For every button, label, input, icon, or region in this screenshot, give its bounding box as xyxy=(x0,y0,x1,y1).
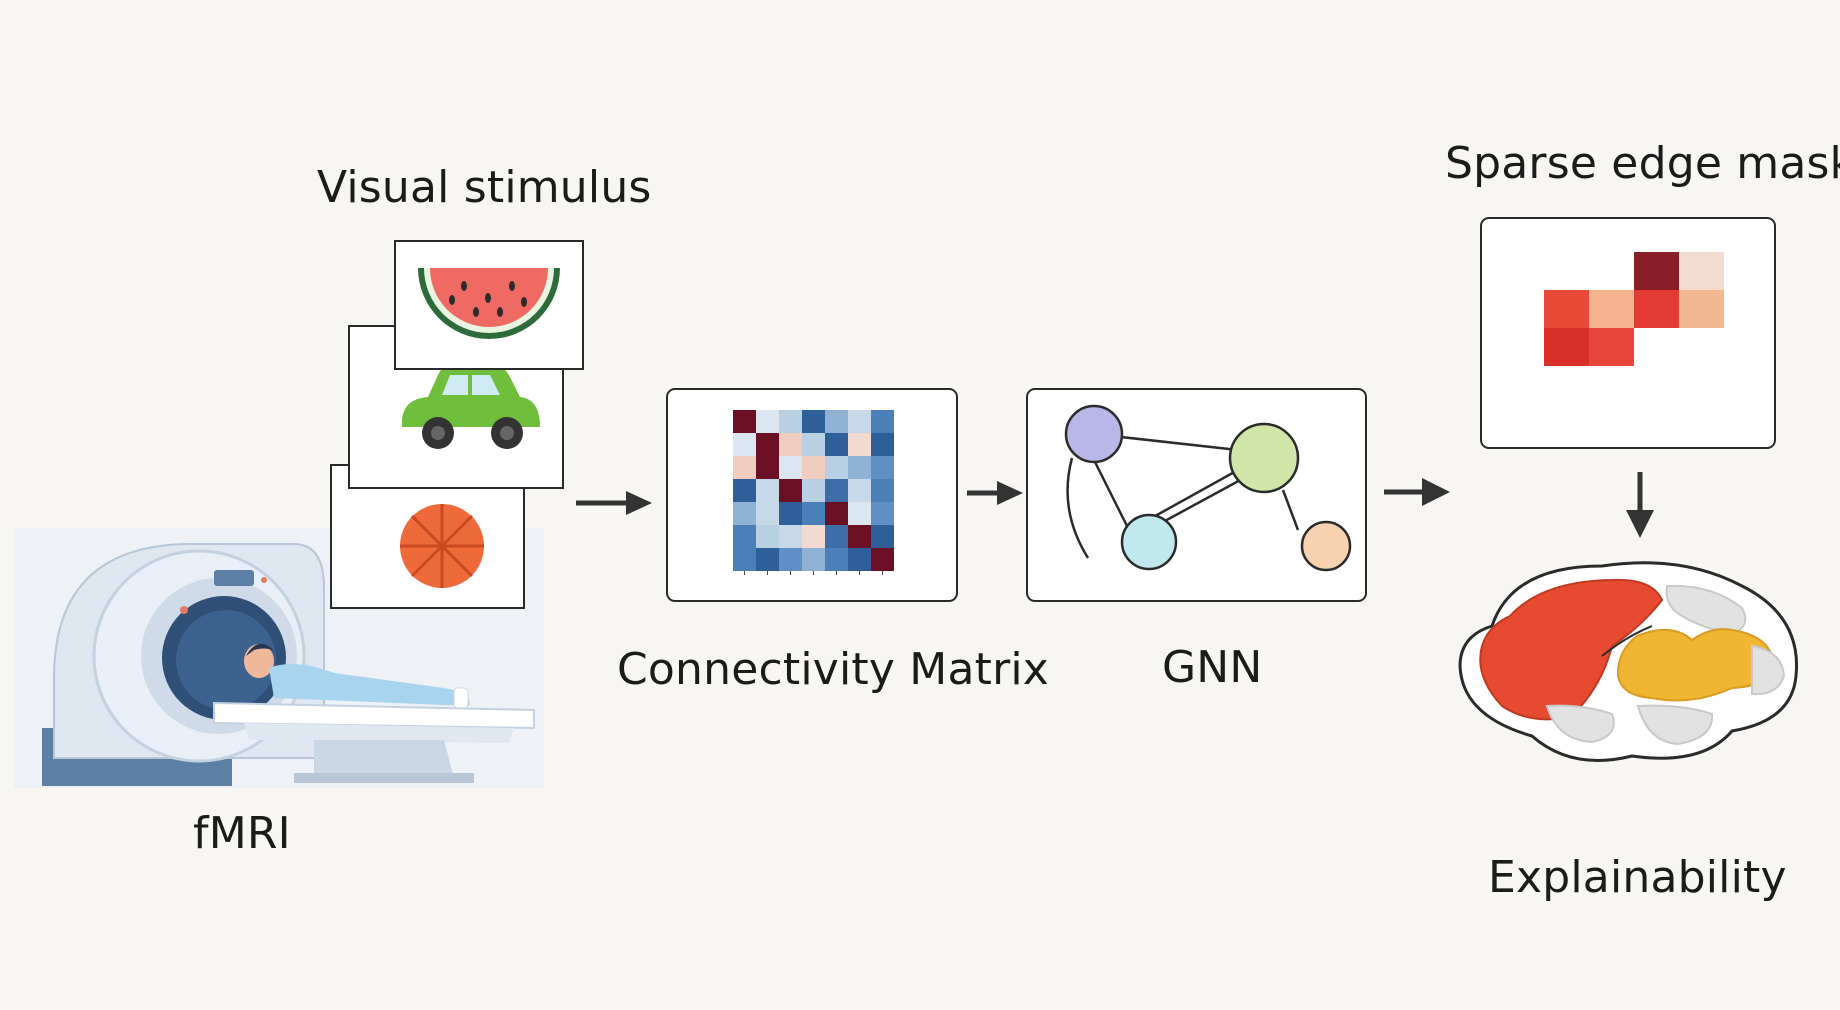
matrix-cell xyxy=(825,479,848,502)
matrix-cell xyxy=(733,410,756,433)
matrix-cell xyxy=(825,548,848,571)
patient-head xyxy=(244,644,274,678)
matrix-cell xyxy=(802,502,825,525)
explainability-label: Explainability xyxy=(1488,852,1787,903)
fmri-label: fMRI xyxy=(193,808,291,859)
matrix-cell xyxy=(756,502,779,525)
matrix-cell xyxy=(733,502,756,525)
connectivity-matrix-panel xyxy=(666,388,958,602)
matrix-cell xyxy=(779,525,802,548)
matrix-cell xyxy=(871,479,894,502)
matrix-cell xyxy=(733,479,756,502)
mask-cell xyxy=(1634,290,1679,328)
connectivity-matrix-heatmap xyxy=(733,410,894,575)
matrix-cell xyxy=(825,525,848,548)
matrix-cell xyxy=(848,456,871,479)
mask-cell xyxy=(1679,290,1724,328)
arrow-to-matrix xyxy=(576,491,652,515)
matrix-cell xyxy=(779,410,802,433)
matrix-cell xyxy=(871,433,894,456)
sparse-edge-mask-heatmap xyxy=(1544,252,1724,366)
matrix-cell xyxy=(733,525,756,548)
gnn-panel xyxy=(1026,388,1367,602)
mask-cell xyxy=(1589,290,1634,328)
gnn-node-green xyxy=(1228,422,1300,494)
sparse-edge-mask-panel xyxy=(1480,217,1776,449)
matrix-cell xyxy=(756,548,779,571)
gnn-label: GNN xyxy=(1162,642,1263,693)
matrix-cell xyxy=(848,502,871,525)
patient-body xyxy=(269,664,470,706)
mask-cell xyxy=(1589,328,1634,366)
scanner-bed xyxy=(213,701,535,730)
matrix-cell xyxy=(825,456,848,479)
connectivity-matrix-label: Connectivity Matrix xyxy=(617,644,1050,695)
matrix-cell xyxy=(779,502,802,525)
matrix-cell xyxy=(825,410,848,433)
matrix-cell xyxy=(871,525,894,548)
sparse-edge-mask-label: Sparse edge mask xyxy=(1445,138,1840,189)
brain-region-cerebellum xyxy=(1636,704,1714,746)
matrix-cell xyxy=(779,548,802,571)
matrix-cell xyxy=(871,456,894,479)
matrix-cell xyxy=(756,410,779,433)
matrix-cell xyxy=(871,502,894,525)
matrix-cell xyxy=(871,410,894,433)
matrix-cell xyxy=(802,410,825,433)
matrix-cell xyxy=(779,479,802,502)
brain-region-frontal xyxy=(1479,578,1664,721)
matrix-cell xyxy=(733,456,756,479)
arrow-to-gnn xyxy=(967,481,1023,505)
mask-cell xyxy=(1634,252,1679,290)
gnn-node-peach xyxy=(1300,520,1352,572)
matrix-cell xyxy=(871,548,894,571)
stimulus-card-watermelon xyxy=(394,240,584,370)
arrow-to-mask xyxy=(1384,478,1450,506)
matrix-cell xyxy=(825,502,848,525)
matrix-cell xyxy=(848,410,871,433)
visual-stimulus-label: Visual stimulus xyxy=(317,162,652,213)
matrix-cell xyxy=(825,433,848,456)
mask-cell xyxy=(1544,328,1589,366)
gnn-node-cyan xyxy=(1120,513,1178,571)
car-icon xyxy=(401,365,540,449)
matrix-cell xyxy=(802,479,825,502)
matrix-cell xyxy=(848,525,871,548)
mask-cell xyxy=(1544,290,1589,328)
matrix-cell xyxy=(802,548,825,571)
watermelon-icon xyxy=(418,268,560,339)
matrix-cell xyxy=(848,433,871,456)
matrix-cell xyxy=(733,548,756,571)
matrix-cell xyxy=(848,548,871,571)
matrix-cell xyxy=(779,433,802,456)
matrix-cell xyxy=(802,525,825,548)
brain-illustration xyxy=(1452,556,1804,776)
matrix-cell xyxy=(756,456,779,479)
matrix-cell xyxy=(756,479,779,502)
matrix-cell xyxy=(756,525,779,548)
mask-cell xyxy=(1679,252,1724,290)
matrix-cell xyxy=(802,433,825,456)
matrix-cell xyxy=(756,433,779,456)
matrix-cell xyxy=(848,479,871,502)
basketball-icon xyxy=(400,504,484,588)
matrix-cell xyxy=(733,433,756,456)
gnn-node-purple xyxy=(1064,404,1124,464)
matrix-cell xyxy=(802,456,825,479)
arrow-to-brain xyxy=(1626,472,1654,538)
matrix-cell xyxy=(779,456,802,479)
gnn-edges xyxy=(1066,432,1300,559)
